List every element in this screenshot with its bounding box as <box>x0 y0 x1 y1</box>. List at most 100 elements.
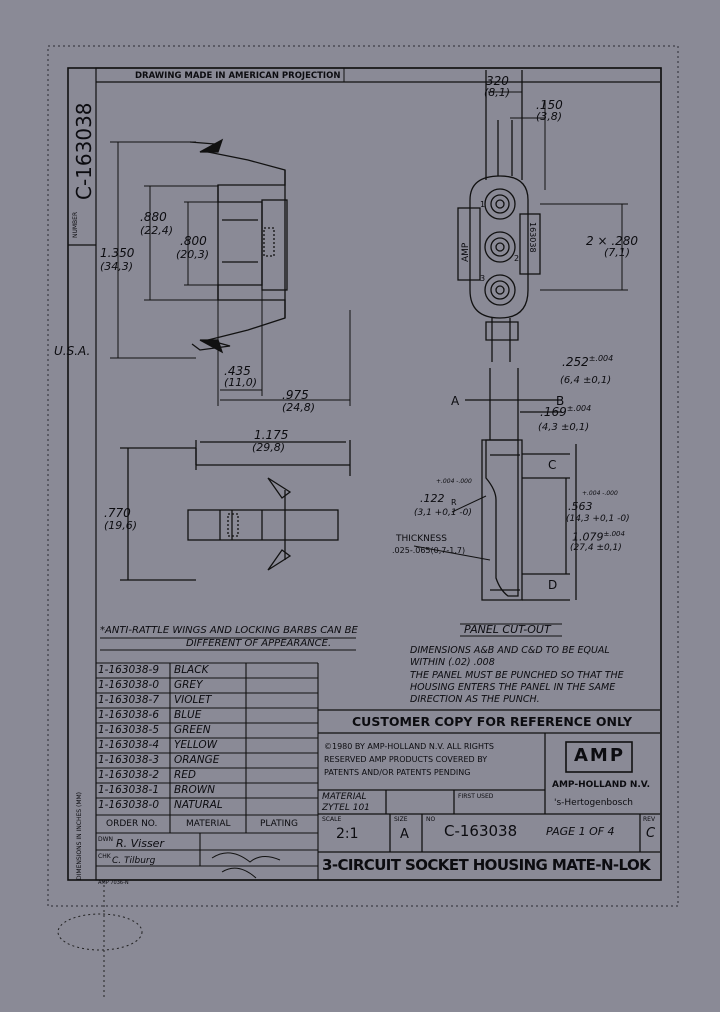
table-row: 1-163038-4 YELLOW <box>96 739 318 754</box>
copyright-line-1: ©1980 BY AMP-HOLLAND N.V. ALL RIGHTS <box>324 742 494 751</box>
no-label: NO <box>426 816 436 823</box>
header-plating: PLATING <box>260 819 298 829</box>
dim-note-4: HOUSING ENTERS THE PANEL IN THE SAME <box>410 682 616 693</box>
dim-panel-169: .169±.004 <box>540 404 592 419</box>
dim-panel-252-mm: (6,4 ±0,1) <box>560 375 612 386</box>
dim-panel-122-tol: +.004 -.000 <box>436 478 472 485</box>
dim-1350: 1.350 <box>100 246 135 260</box>
dim-note-3: THE PANEL MUST BE PUNCHED SO THAT THE <box>410 670 624 681</box>
table-row: 1-163038-6 BLUE <box>96 709 318 724</box>
dim-panel-169-mm: (4,3 ±0,1) <box>538 422 590 433</box>
chk-value: C. Tilburg <box>112 856 156 866</box>
order-no: 1-163038-4 <box>98 739 160 751</box>
dim-panel-1079: 1.079±.004 <box>572 530 625 544</box>
dim-panel-1079-mm: (27,4 ±0,1) <box>570 543 622 553</box>
dim-1175: 1.175 <box>254 428 289 442</box>
table-row: 1-163038-1 BROWN <box>96 784 318 799</box>
dim-panel-563-tol: +.004 -.000 <box>582 490 618 497</box>
material-label: MATERIAL <box>322 792 367 802</box>
thickness-value: .025-.065(0,7-1,7) <box>392 546 466 555</box>
material: GREY <box>174 679 203 691</box>
dim-panel-563: .563 <box>568 500 593 513</box>
letter-c: C <box>548 458 557 472</box>
letter-a: A <box>451 394 460 408</box>
table-row: 1-163038-0 GREY <box>96 679 318 694</box>
dim-880: .880 <box>140 210 167 224</box>
size-label: SIZE <box>394 816 408 823</box>
order-no: 1-163038-6 <box>98 709 160 721</box>
order-no: 1-163038-2 <box>98 769 160 781</box>
material: BROWN <box>174 784 216 796</box>
table-row: 1-163038-2 RED <box>96 769 318 784</box>
copyright-line-3: PATENTS AND/OR PATENTS PENDING <box>324 768 471 777</box>
panel-cutout-label: PANEL CUT-OUT <box>464 623 551 636</box>
wings-note-2: DIFFERENT OF APPEARANCE. <box>186 638 332 649</box>
dwn-label: DWN <box>98 836 114 843</box>
letter-b: B <box>556 394 565 408</box>
first-used-label: FIRST USED <box>458 793 494 800</box>
scale-value: 2:1 <box>336 826 359 842</box>
material: YELLOW <box>174 739 218 751</box>
dimensions-note: DIMENSIONS IN INCHES (MM) <box>76 791 83 880</box>
size-value: A <box>400 827 409 842</box>
dwn-value: R. Visser <box>116 837 164 850</box>
order-no: 1-163038-9 <box>98 664 160 676</box>
material: RED <box>174 769 197 781</box>
cavity-2: 2 <box>514 254 520 263</box>
part-marking: 163038 <box>528 222 537 253</box>
dim-975: .975 <box>282 388 309 402</box>
letter-d: D <box>548 578 558 592</box>
dim-panel-252: .252±.004 <box>562 354 614 369</box>
dim-1175-mm: (29,8) <box>252 441 286 454</box>
scale-label: SCALE <box>322 816 342 823</box>
material: VIOLET <box>174 694 212 706</box>
customer-copy-banner: CUSTOMER COPY FOR REFERENCE ONLY <box>352 714 633 729</box>
country-label: U.S.A. <box>54 344 91 358</box>
table-row: 1-163038-0 NATURAL <box>96 799 318 814</box>
dim-770-mm: (19,6) <box>104 519 138 532</box>
dim-800: .800 <box>180 234 207 248</box>
table-row: 1-163038-7 VIOLET <box>96 694 318 709</box>
table-row: 1-163038-3 ORANGE <box>96 754 318 769</box>
radius-label: R <box>451 498 457 507</box>
page-count: PAGE 1 OF 4 <box>546 825 615 838</box>
amp-logo: AMP <box>574 745 626 766</box>
dim-1350-mm: (34,3) <box>100 260 134 273</box>
dim-offset-top: .150 <box>536 98 563 112</box>
table-row: 1-163038-5 GREEN <box>96 724 318 739</box>
copyright-line-2: RESERVED AMP PRODUCTS COVERED BY <box>324 755 488 764</box>
order-no: 1-163038-3 <box>98 754 160 766</box>
dim-note-1: DIMENSIONS A&B AND C&D TO BE EQUAL <box>410 645 610 656</box>
projection-note: DRAWING MADE IN AMERICAN PROJECTION <box>135 71 341 81</box>
dim-width-top-mm: (8,1) <box>484 86 511 99</box>
dim-975-mm: (24,8) <box>282 401 316 414</box>
table-row: 1-163038-9 BLACK <box>96 664 318 679</box>
side-drawing-number: C-163038 <box>72 102 96 200</box>
dim-panel-122: .122 <box>420 492 445 505</box>
cavity-3: 3 <box>480 274 486 283</box>
order-no: 1-163038-7 <box>98 694 160 706</box>
dim-width-top: 320 <box>486 74 509 88</box>
dim-435: .435 <box>224 364 251 378</box>
rev-value: C <box>646 826 656 841</box>
dim-note-2: WITHIN (.02) .008 <box>410 657 495 668</box>
order-no: 1-163038-5 <box>98 724 160 736</box>
order-no: 1-163038-1 <box>98 784 160 796</box>
dim-800-mm: (20,3) <box>176 248 210 261</box>
dim-pitch: 2 × .280 <box>586 234 639 248</box>
wings-note: *ANTI-RATTLE WINGS AND LOCKING BARBS CAN… <box>100 625 358 636</box>
order-no: 1-163038-0 <box>98 679 160 691</box>
side-number-label: NUMBER <box>72 211 79 238</box>
material-value: ZYTEL 101 <box>322 803 370 813</box>
dim-880-mm: (22,4) <box>140 224 174 237</box>
thickness-label: THICKNESS <box>396 534 447 544</box>
amp-marking: AMP <box>461 242 471 262</box>
chk-label: CHK <box>98 853 111 860</box>
dim-offset-top-mm: (3,8) <box>536 110 563 123</box>
company-city: 's-Hertogenbosch <box>554 798 633 808</box>
rev-label: REV <box>643 816 656 823</box>
dim-435-mm: (11,0) <box>224 376 258 389</box>
order-no: 1-163038-0 <box>98 799 160 811</box>
dim-note-5: DIRECTION AS THE PUNCH. <box>410 694 540 705</box>
